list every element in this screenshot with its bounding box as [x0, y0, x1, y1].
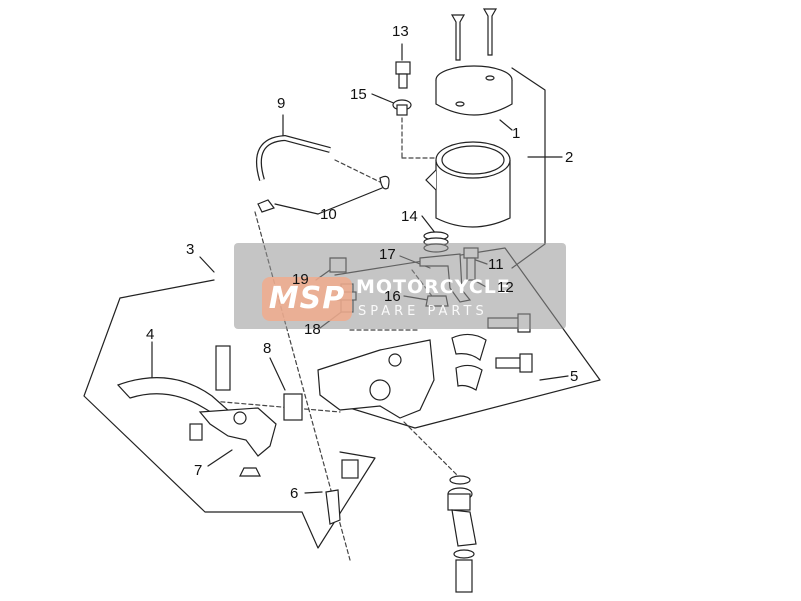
callout-6: 6: [290, 485, 299, 502]
callout-2: 2: [565, 149, 574, 166]
callout-18: 18: [304, 321, 321, 338]
callout-17: 17: [379, 246, 396, 263]
callout-19: 19: [292, 271, 309, 288]
callout-5: 5: [570, 368, 579, 385]
callout-16: 16: [384, 288, 401, 305]
watermark-subtitle: SPARE PARTS: [358, 304, 488, 319]
callout-3: 3: [186, 241, 195, 258]
callout-9: 9: [277, 95, 286, 112]
callout-1: 1: [512, 125, 521, 142]
callout-8: 8: [263, 340, 272, 357]
group-outline-3: [83, 279, 376, 549]
callout-13: 13: [392, 23, 409, 40]
callout-12: 12: [497, 279, 514, 296]
group-outline-2-bracket: [511, 67, 546, 269]
callout-14: 14: [401, 208, 418, 225]
watermark-logo: MSP: [262, 277, 352, 321]
watermark-title: MOTORCYCLE: [356, 276, 511, 298]
callout-15: 15: [350, 86, 367, 103]
callout-10: 10: [320, 206, 337, 223]
callout-4: 4: [146, 326, 155, 343]
callout-7: 7: [194, 462, 203, 479]
callout-11: 11: [488, 256, 504, 273]
